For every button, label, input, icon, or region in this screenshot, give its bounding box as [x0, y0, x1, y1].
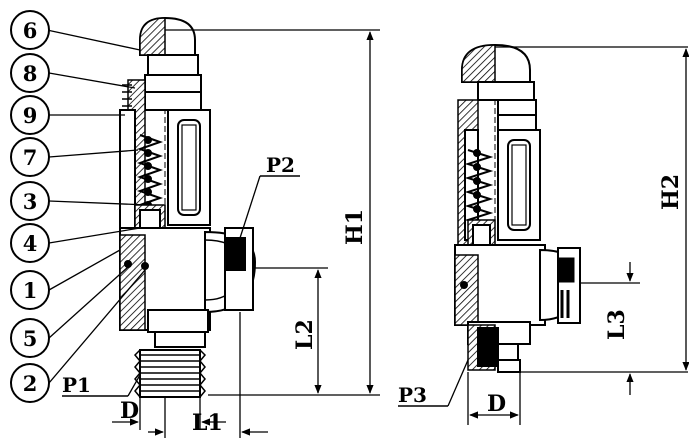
part-label-5: 5	[23, 326, 38, 351]
part-bubble-1	[10, 270, 50, 310]
port-label-p1: P1	[62, 373, 91, 397]
part-bubble-3	[10, 181, 50, 221]
part-number-callouts: 6 8 9 7 3 4 1 5 2	[10, 10, 149, 403]
part-bubble-5	[10, 318, 50, 358]
right-dimension-labels: H2 L3 D	[487, 174, 684, 417]
left-dimension-labels: H1 L2 D L1	[120, 209, 368, 436]
part-bubble-7	[10, 137, 50, 177]
left-port-labels: P1 P2	[62, 153, 300, 397]
left-body-section	[119, 234, 146, 331]
part-label-8: 8	[23, 61, 38, 86]
part-bubble-4	[10, 223, 50, 263]
dim-label-l2: L2	[292, 319, 318, 350]
right-cap-section	[461, 44, 496, 83]
port-label-p2: P2	[266, 153, 295, 177]
port-label-p3: P3	[398, 383, 427, 407]
dim-label-d-right: D	[487, 391, 506, 417]
right-valve	[454, 43, 582, 373]
dim-label-h2: H2	[658, 174, 684, 210]
left-body-hex	[147, 309, 209, 333]
part-label-6: 6	[23, 18, 38, 43]
part-bubble-8	[10, 53, 50, 93]
part-bubble-2	[10, 363, 50, 403]
dim-label-d-left: D	[120, 398, 139, 424]
part-label-3: 3	[23, 189, 38, 214]
left-cap-section	[139, 17, 166, 56]
part-bubble-6	[10, 10, 50, 50]
part-label-4: 4	[23, 231, 38, 256]
part-label-9: 9	[23, 103, 38, 128]
part-bubble-9	[10, 95, 50, 135]
dim-label-l3: L3	[604, 309, 630, 340]
dim-label-l1: L1	[192, 410, 223, 436]
right-body-section	[454, 254, 479, 326]
right-port-labels: P3	[398, 359, 469, 407]
dim-label-h1: H1	[342, 209, 368, 245]
right-dimensions	[467, 46, 689, 425]
left-valve	[119, 16, 257, 398]
part-label-7: 7	[23, 145, 38, 170]
left-cap-nut	[147, 54, 199, 76]
left-dimensions	[112, 29, 380, 438]
right-cap-nut	[477, 81, 535, 101]
part-label-2: 2	[23, 371, 38, 396]
part-label-1: 1	[23, 278, 38, 303]
